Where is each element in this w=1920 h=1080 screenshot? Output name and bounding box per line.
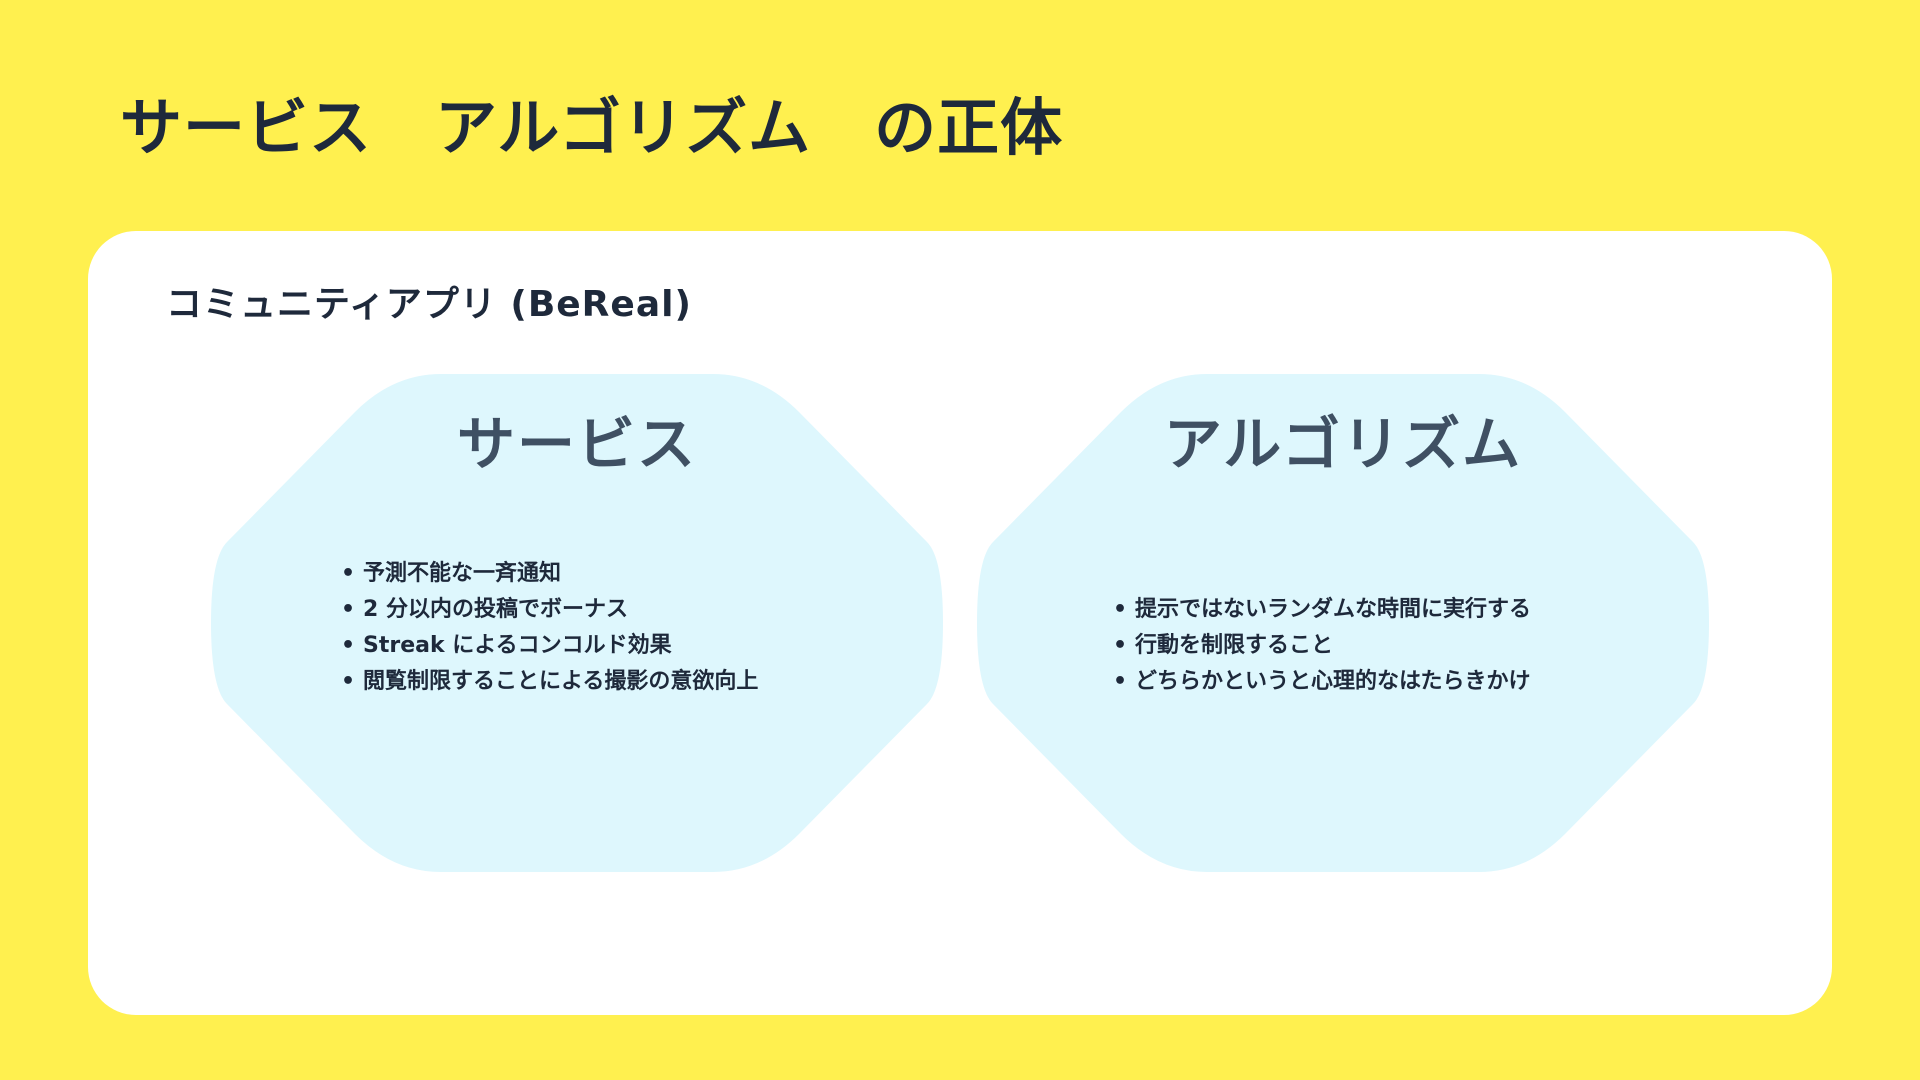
list-item: 閲覧制限することによる撮影の意欲向上: [341, 664, 758, 700]
algorithm-hexagon: アルゴリズム 提示ではないランダムな時間に実行する 行動を制限すること どちらか…: [977, 374, 1709, 872]
service-hexagon: サービス 予測不能な一斉通知 2 分以内の投稿でボーナス Streak によるコ…: [211, 374, 943, 872]
list-item: 2 分以内の投稿でボーナス: [341, 592, 758, 628]
service-label: サービス: [456, 410, 697, 478]
algorithm-list: 提示ではないランダムな時間に実行する 行動を制限すること どちらかというと心理的…: [1113, 592, 1531, 700]
list-item: 予測不能な一斉通知: [341, 556, 758, 592]
list-item: 行動を制限すること: [1113, 628, 1531, 664]
algorithm-label: アルゴリズム: [1163, 410, 1523, 478]
content-card: コミュニティアプリ (BeReal) サービス 予測不能な一斉通知 2 分以内の…: [88, 231, 1832, 1015]
card-title: コミュニティアプリ (BeReal): [166, 284, 692, 325]
list-item: Streak によるコンコルド効果: [341, 628, 758, 664]
list-item: どちらかというと心理的なはたらきかけ: [1113, 664, 1531, 700]
list-item: 提示ではないランダムな時間に実行する: [1113, 592, 1531, 628]
service-list: 予測不能な一斉通知 2 分以内の投稿でボーナス Streak によるコンコルド効…: [341, 556, 758, 700]
page-title: サービス アルゴリズム の正体: [120, 91, 1064, 164]
